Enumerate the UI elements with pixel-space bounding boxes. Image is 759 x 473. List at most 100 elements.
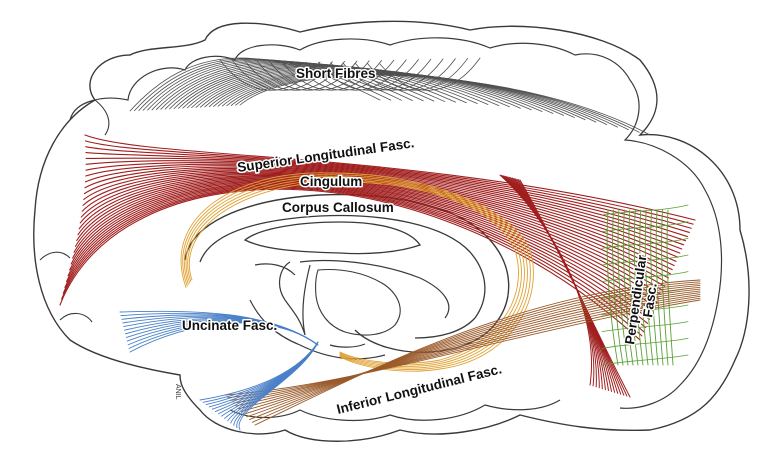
slf-fibre [84, 165, 681, 254]
perpendicular-fibre [601, 204, 689, 216]
short-fibre [213, 70, 586, 121]
slf-fibre [84, 134, 696, 221]
short-fibre [256, 60, 358, 91]
slf-fibre [85, 160, 687, 242]
label-uncinate: Uncinate Fasc. [182, 318, 277, 333]
perpendicular-fibre [601, 321, 689, 333]
slf-fibre [85, 152, 690, 233]
ilf-fibre [224, 299, 701, 396]
perpendicular-fibre [601, 254, 689, 266]
perpendicular-fibre [655, 209, 664, 366]
ilf-fibre [227, 297, 701, 399]
cingulum-fibre [185, 177, 525, 367]
short-fibre [305, 59, 407, 91]
short-fibres-bundle [129, 57, 651, 136]
slf-fibre [61, 187, 643, 337]
perpendicular-fibre [650, 209, 659, 366]
cingulum-fibre [187, 179, 522, 366]
perpendicular-fibre [601, 337, 689, 349]
short-fibre [138, 59, 402, 111]
short-fibre [186, 66, 521, 109]
uncinate-fasciculus-bundle [119, 310, 319, 431]
short-fibre [367, 57, 469, 91]
short-fibre [156, 61, 446, 110]
slf-fibre [85, 163, 683, 250]
ilf-fibre [235, 292, 701, 407]
slf-fibre [84, 166, 679, 258]
short-fibre [342, 58, 444, 91]
edge-mark: ANIL [174, 384, 181, 400]
short-fibre [147, 60, 424, 111]
perpendicular-fibre [601, 221, 689, 233]
fornix [278, 259, 450, 336]
perpendicular-fasciculus-bundle [601, 204, 689, 366]
perpendicular-fibre [601, 237, 689, 249]
ilf-fibre [246, 285, 701, 418]
ilf-fibre [243, 286, 701, 415]
ilf-fibre [249, 283, 701, 420]
slf-fibre [70, 181, 654, 312]
perpendicular-fibre [612, 209, 624, 366]
label-short-fibres: Short Fibres [296, 66, 376, 81]
slf-fibre [72, 180, 656, 308]
short-fibre [134, 58, 392, 112]
perpendicular-fibre [623, 209, 634, 366]
slf-fibre [74, 178, 660, 300]
short-fibre [222, 72, 608, 125]
slf-fibre [84, 140, 694, 225]
short-fibre [318, 59, 419, 91]
perpendicular-fibre [628, 209, 639, 366]
short-fibre [182, 65, 510, 109]
perpendicular-fibre [601, 354, 689, 366]
slf-fibre [78, 175, 666, 287]
slf-fibre [77, 176, 664, 291]
cingulum-fibre [188, 181, 519, 364]
short-fibre [379, 57, 481, 91]
perpendicular-fibre [606, 209, 619, 366]
brain-outline [33, 20, 750, 442]
short-fibre [268, 60, 370, 91]
short-fibre [217, 71, 597, 123]
brainstem [249, 263, 386, 360]
perpendicular-fibre [666, 209, 674, 366]
label-cingulum: Cingulum [300, 174, 362, 189]
perpendicular-fibre [601, 271, 689, 283]
ilf-fibre [230, 295, 701, 401]
short-fibre [160, 62, 456, 110]
slf-fibre [59, 188, 641, 341]
slf-fibre [85, 146, 692, 229]
short-fibre [200, 68, 554, 114]
short-fibre [293, 59, 395, 91]
ilf-fibre [251, 281, 701, 423]
short-fibre [164, 62, 467, 110]
slf-fibre [85, 161, 685, 246]
short-fibre [195, 67, 543, 112]
short-fibre [129, 57, 381, 112]
short-fibre [208, 69, 575, 118]
corpus-callosum-inner [199, 214, 486, 339]
frontal-sulcus [39, 99, 110, 323]
slf-fibre [64, 185, 647, 329]
label-perpendicular-fasc: Fasc. [640, 282, 660, 318]
slf-fibre [83, 167, 677, 262]
ilf-fibre [238, 290, 701, 410]
cingulum-bundle [180, 172, 534, 372]
short-fibre [191, 67, 532, 111]
cingulum-fibre [180, 172, 534, 372]
short-fibre [244, 60, 346, 91]
label-corpus-callosum: Corpus Callosum [282, 200, 394, 215]
slf-fibre [80, 172, 669, 279]
slf-fibre [67, 183, 651, 320]
short-fibre [239, 74, 651, 136]
cingulum-fibre [182, 174, 531, 370]
slf-fibre [82, 170, 673, 271]
short-fibre [219, 59, 321, 91]
ilf-fibre [254, 279, 701, 426]
short-fibre [354, 58, 456, 91]
thalamus [315, 269, 401, 336]
gyral-outline [69, 37, 723, 409]
uncinate-fibre [238, 341, 319, 431]
gyral-outline-lower [229, 399, 561, 422]
